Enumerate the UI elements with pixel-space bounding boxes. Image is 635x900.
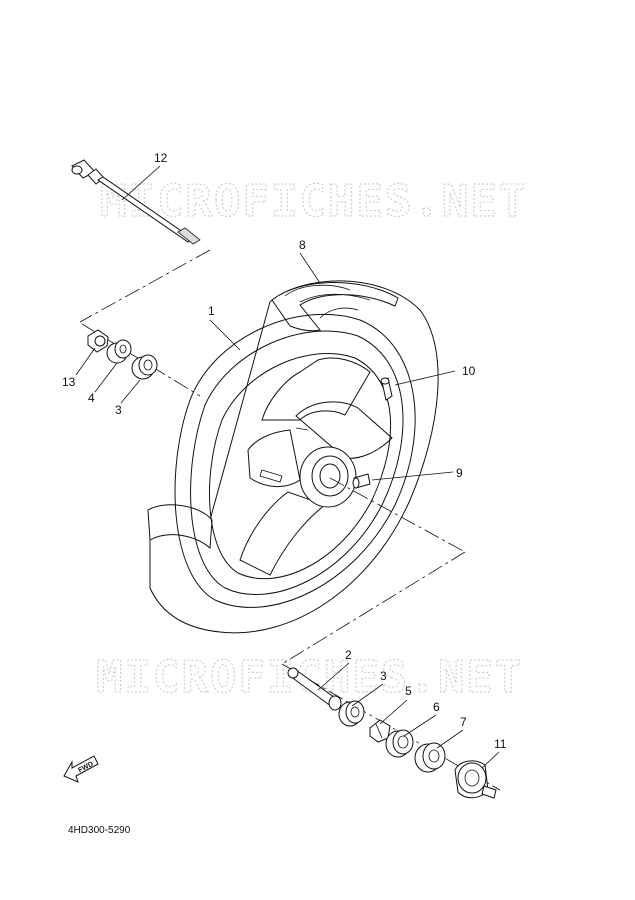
bearing-right-part[interactable] <box>338 700 365 727</box>
nut-part[interactable] <box>87 329 109 353</box>
callout-10[interactable]: 10 <box>462 364 476 378</box>
bolt-part[interactable] <box>352 473 371 489</box>
meter-gear-part[interactable] <box>454 760 497 799</box>
callout-11[interactable]: 11 <box>494 737 507 751</box>
callout-8[interactable]: 8 <box>299 238 306 252</box>
callout-3-left[interactable]: 3 <box>115 403 122 417</box>
callout-1[interactable]: 1 <box>208 304 215 318</box>
callout-4[interactable]: 4 <box>88 391 95 405</box>
centerline-lower <box>329 477 466 553</box>
valve-part[interactable] <box>380 377 393 401</box>
callout-5[interactable]: 5 <box>405 684 412 698</box>
bearing-7-part[interactable] <box>414 742 446 773</box>
callout-6[interactable]: 6 <box>433 700 440 714</box>
callout-13[interactable]: 13 <box>62 375 76 389</box>
wheel-assembly[interactable] <box>147 280 439 634</box>
callout-7[interactable]: 7 <box>460 715 467 729</box>
callout-12[interactable]: 12 <box>154 151 168 165</box>
diagram-code: 4HD300-5290 <box>68 825 131 836</box>
tire-tread-section <box>271 282 399 332</box>
watermark-bottom: MICROFICHES.NET <box>96 652 523 703</box>
oil-seal-part[interactable] <box>385 729 414 758</box>
fwd-label: FWD <box>77 761 94 775</box>
leader-lines <box>75 165 500 769</box>
centerline-lower-2 <box>281 551 466 665</box>
collar-part[interactable] <box>287 667 342 711</box>
bearing-left-part[interactable] <box>131 354 158 380</box>
axle-centerline <box>79 249 211 323</box>
watermark-top: MICROFICHES.NET <box>100 176 527 227</box>
axle-part[interactable] <box>71 159 201 245</box>
callout-2[interactable]: 2 <box>345 648 352 662</box>
callout-9[interactable]: 9 <box>456 466 463 480</box>
fwd-arrow-icon: FWD <box>63 755 99 783</box>
callout-3-right[interactable]: 3 <box>380 669 387 683</box>
spacer-part[interactable] <box>106 339 132 364</box>
